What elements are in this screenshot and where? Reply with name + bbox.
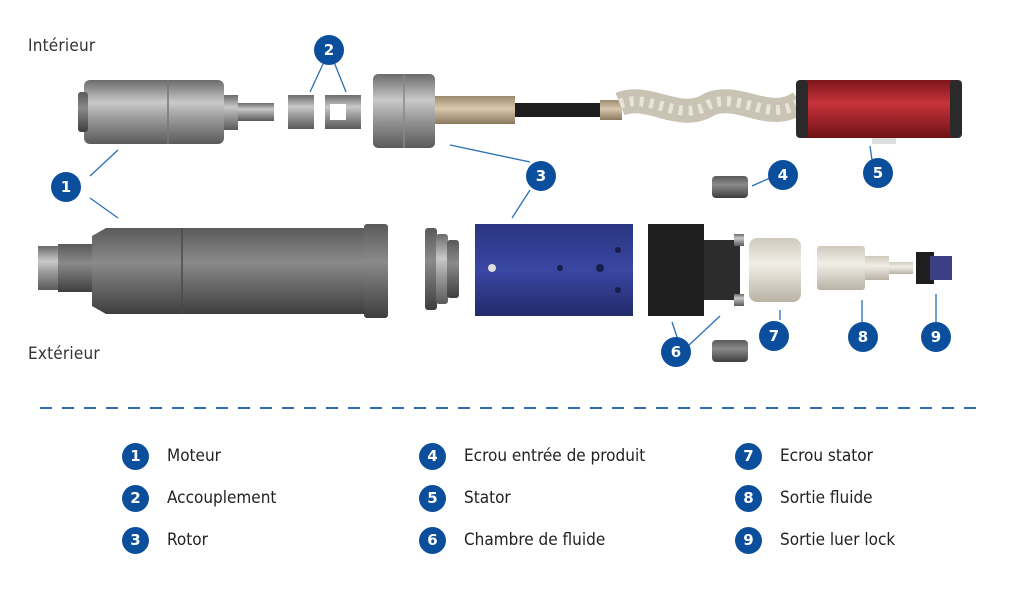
callout-badge: 5 xyxy=(863,158,893,188)
legend-label: Ecrou entrée de produit xyxy=(464,446,646,466)
svg-text:5: 5 xyxy=(873,164,883,182)
legend-badge: 4 xyxy=(419,442,446,470)
fluid-chamber-blue-part xyxy=(475,224,633,316)
legend-badge: 9 xyxy=(735,526,762,554)
callout-badge: 9 xyxy=(921,322,951,352)
legend-label: Rotor xyxy=(167,530,208,550)
inlet-nut-bottom-part xyxy=(712,340,748,362)
motor-inner-part xyxy=(78,80,274,144)
callout-badge: 6 xyxy=(661,337,691,367)
legend-badge: 1 xyxy=(122,442,149,470)
legend-item-moteur: 1 Moteur xyxy=(122,442,221,470)
callout-badges: 1 2 3 4 5 6 7 8 9 xyxy=(51,35,951,367)
legend-badge: 6 xyxy=(419,526,446,554)
legend-item-ecrou-entree: 4 Ecrou entrée de produit xyxy=(419,442,645,470)
legend-item-stator: 5 Stator xyxy=(419,484,511,512)
rotor-part xyxy=(373,74,808,148)
chamber-black-part xyxy=(648,224,744,316)
legend-label: Sortie luer lock xyxy=(780,530,896,550)
legend-label: Accouplement xyxy=(167,488,277,508)
motor-outer-part xyxy=(38,224,388,318)
svg-text:7: 7 xyxy=(769,327,779,345)
exterior-label: Extérieur xyxy=(28,344,100,364)
legend-label: Ecrou stator xyxy=(780,446,873,466)
stator-part xyxy=(796,80,962,144)
legend-item-accouplement: 2 Accouplement xyxy=(122,484,276,512)
svg-text:8: 8 xyxy=(858,328,868,346)
callout-badge: 2 xyxy=(314,35,344,65)
callout-badge: 8 xyxy=(848,322,878,352)
legend-label: Chambre de fluide xyxy=(464,530,606,550)
legend-item-chambre: 6 Chambre de fluide xyxy=(419,526,605,554)
legend-label: Moteur xyxy=(167,446,221,466)
callout-badge: 1 xyxy=(51,172,81,202)
fluid-outlet-part xyxy=(817,246,913,290)
legend-item-luer-lock: 9 Sortie luer lock xyxy=(735,526,895,554)
coupling-part xyxy=(288,95,361,129)
legend-label: Sortie fluide xyxy=(780,488,873,508)
legend-item-sortie-fluide: 8 Sortie fluide xyxy=(735,484,873,512)
svg-text:3: 3 xyxy=(536,167,546,185)
inlet-nut-top-part xyxy=(712,176,748,198)
interior-label: Intérieur xyxy=(28,36,96,56)
svg-text:9: 9 xyxy=(931,328,941,346)
svg-text:1: 1 xyxy=(61,178,71,196)
callout-badge: 3 xyxy=(526,161,556,191)
legend-badge: 5 xyxy=(419,484,446,512)
legend-badge: 2 xyxy=(122,484,149,512)
luer-lock-part xyxy=(916,252,952,284)
svg-text:4: 4 xyxy=(778,166,788,184)
leader-lines xyxy=(89,61,937,347)
legend-badge: 7 xyxy=(735,442,762,470)
callout-badge: 4 xyxy=(768,160,798,190)
legend-badge: 3 xyxy=(122,526,149,554)
svg-text:6: 6 xyxy=(671,343,681,361)
callout-badge: 7 xyxy=(759,321,789,351)
svg-text:2: 2 xyxy=(324,41,334,59)
legend-label: Stator xyxy=(464,488,511,508)
legend-item-rotor: 3 Rotor xyxy=(122,526,208,554)
seal-ring-part xyxy=(425,228,459,310)
legend-item-ecrou-stator: 7 Ecrou stator xyxy=(735,442,873,470)
stator-nut-part xyxy=(749,238,801,302)
legend-badge: 8 xyxy=(735,484,762,512)
